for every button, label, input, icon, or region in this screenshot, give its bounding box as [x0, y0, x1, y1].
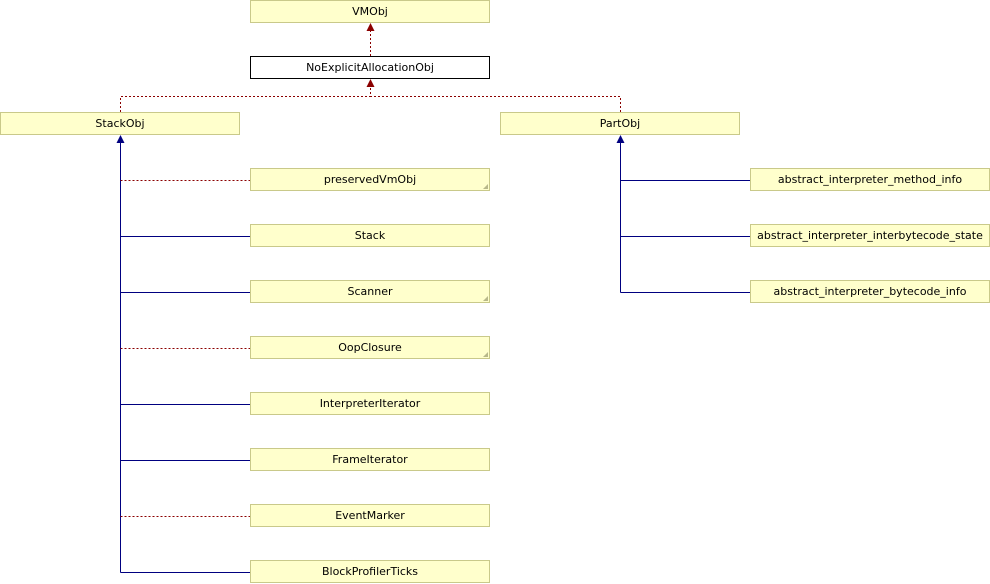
node-abstract-interpreter-interbytecode-state[interactable]: abstract_interpreter_interbytecode_state [750, 224, 990, 247]
node-label: BlockProfilerTicks [321, 565, 419, 578]
arrowhead-stackobj [116, 135, 125, 143]
node-label: abstract_interpreter_interbytecode_state [757, 229, 983, 242]
node-label: Scanner [347, 285, 393, 298]
node-label: Stack [354, 229, 386, 242]
arrowhead-partobj [616, 135, 625, 143]
node-block-profiler-ticks[interactable]: BlockProfilerTicks [250, 560, 490, 583]
node-label: EventMarker [335, 509, 405, 522]
node-oop-closure[interactable]: OopClosure [250, 336, 490, 359]
node-part-obj[interactable]: PartObj [500, 112, 740, 135]
node-stack-obj[interactable]: StackObj [0, 112, 240, 135]
node-label: NoExplicitAllocationObj [306, 61, 434, 74]
node-interpreter-iterator[interactable]: InterpreterIterator [250, 392, 490, 415]
edge-partobj-to-noexplicit [370, 96, 621, 112]
node-label: VMObj [352, 5, 388, 18]
node-label: abstract_interpreter_method_info [777, 173, 963, 186]
node-scanner[interactable]: Scanner [250, 280, 490, 303]
node-preserved-vm-obj[interactable]: preservedVmObj [250, 168, 490, 191]
collapsed-indicator-icon [483, 352, 488, 357]
node-label: PartObj [599, 117, 641, 130]
collapsed-indicator-icon [483, 184, 488, 189]
node-abstract-interpreter-bytecode-info[interactable]: abstract_interpreter_bytecode_info [750, 280, 990, 303]
node-event-marker[interactable]: EventMarker [250, 504, 490, 527]
node-vmobj[interactable]: VMObj [250, 0, 490, 23]
node-no-explicit-allocation-obj: NoExplicitAllocationObj [250, 56, 490, 79]
node-label: FrameIterator [332, 453, 408, 466]
arrowhead-vmobj [366, 23, 375, 31]
node-label: abstract_interpreter_bytecode_info [773, 285, 967, 298]
collapsed-indicator-icon [483, 296, 488, 301]
arrowhead-noexplicit [366, 79, 375, 87]
node-frame-iterator[interactable]: FrameIterator [250, 448, 490, 471]
node-label: preservedVmObj [323, 173, 417, 186]
node-abstract-interpreter-method-info[interactable]: abstract_interpreter_method_info [750, 168, 990, 191]
node-stack[interactable]: Stack [250, 224, 490, 247]
node-label: InterpreterIterator [319, 397, 421, 410]
node-label: OopClosure [338, 341, 402, 354]
edge-stackobj-to-noexplicit [120, 86, 371, 112]
node-label: StackObj [95, 117, 145, 130]
